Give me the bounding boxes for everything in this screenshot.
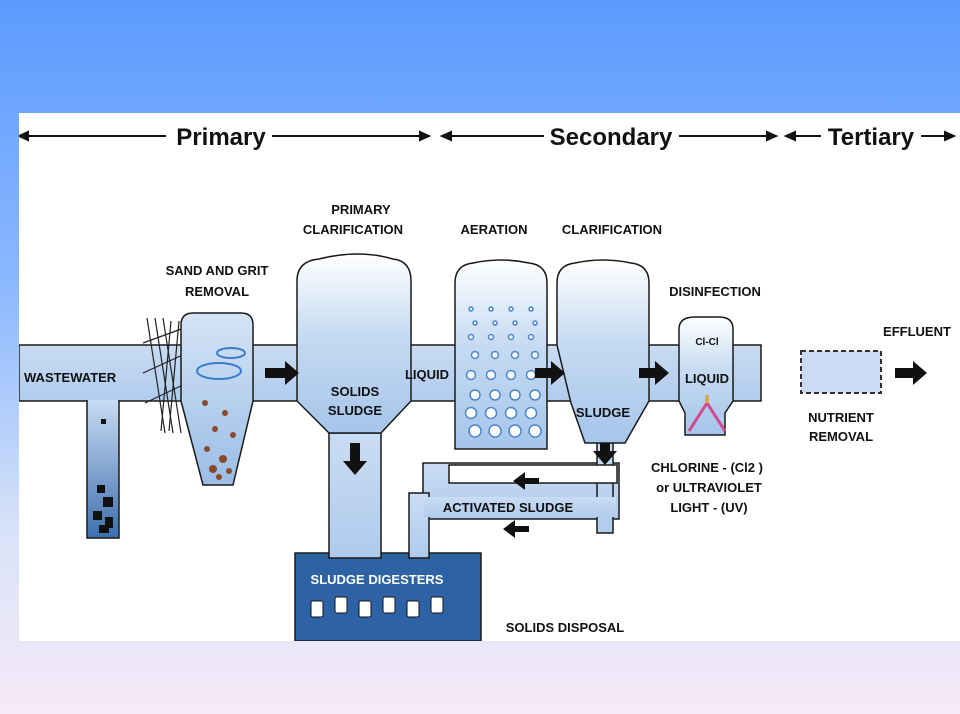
nutrient-removal-label-1: NUTRIENT [808, 410, 874, 425]
effluent-label: EFFLUENT [883, 324, 951, 339]
sludge-label-secondary: SLUDGE [576, 405, 631, 420]
aeration-bubble [528, 424, 542, 438]
aeration-bubble [528, 306, 534, 312]
liquid-label-disinfection: LIQUID [685, 371, 729, 386]
aeration-bubble [469, 389, 481, 401]
aeration-bubble [472, 320, 478, 326]
aeration-bubble [488, 306, 494, 312]
aeration-bubble [532, 320, 538, 326]
aeration-bubble [464, 406, 478, 420]
aeration-bubble [524, 406, 538, 420]
disinfection-label: DISINFECTION [669, 284, 761, 299]
aeration-bubbles [464, 306, 542, 438]
aeration-bubble [505, 369, 517, 381]
pit-debris [93, 419, 113, 533]
aeration-bubble [529, 389, 541, 401]
aeration-bubble [527, 333, 535, 341]
aeration-tank [454, 259, 548, 450]
aeration-bubble [488, 424, 502, 438]
aeration-bubble [487, 333, 495, 341]
digester-icons [310, 596, 444, 618]
aeration-bubble [490, 350, 500, 360]
nutrient-removal-box [800, 350, 882, 394]
stage-secondary-label: Secondary [550, 124, 673, 151]
aeration-bubble [510, 350, 520, 360]
aeration-label: AERATION [461, 222, 528, 237]
diagram-panel: Primary Secondary Tertiary [19, 113, 960, 641]
nutrient-removal-label-2: REMOVAL [809, 429, 873, 444]
wastewater-label: WASTEWATER [24, 370, 117, 385]
aeration-bubble [492, 320, 498, 326]
aeration-bubble [525, 369, 537, 381]
sand-grit-label-1: SAND AND GRIT [166, 263, 269, 278]
aeration-bubble [504, 406, 518, 420]
aeration-bubble [485, 369, 497, 381]
primary-clarification-label-1: PRIMARY [331, 202, 391, 217]
activated-sludge-return [424, 497, 616, 517]
stage-tertiary-label: Tertiary [828, 124, 915, 151]
aeration-bubble [468, 424, 482, 438]
aeration-bubble [530, 350, 540, 360]
grit-particles [202, 400, 236, 480]
aeration-bubble [489, 389, 501, 401]
stage-primary-label: Primary [176, 124, 266, 151]
sand-grit-label-2: REMOVAL [185, 284, 249, 299]
primary-clarification-label-2: CLARIFICATION [303, 222, 403, 237]
sand-grit-removal-tank [180, 312, 254, 486]
bar-screen [142, 317, 188, 434]
aeration-bubble [509, 389, 521, 401]
liquid-label-primary: LIQUID [405, 367, 449, 382]
solids-sludge-label-2: SLUDGE [328, 403, 383, 418]
aeration-bubble [470, 350, 480, 360]
secondary-clarifier-tank [556, 259, 650, 444]
stage-header [19, 130, 957, 142]
disinfection-methods-label-3: LIGHT - (UV) [670, 500, 747, 515]
aeration-bubble [508, 424, 522, 438]
disinfection-chamber [678, 316, 734, 436]
sludge-pipes [328, 432, 620, 559]
chlorine-molecule-label: Cl-Cl [695, 337, 719, 348]
aeration-bubble [468, 306, 474, 312]
primary-clarifier-tank [296, 253, 412, 434]
solids-disposal-label: SOLIDS DISPOSAL [506, 620, 625, 635]
aeration-bubble [507, 333, 515, 341]
flow-arrows [265, 361, 927, 538]
aeration-bubble [484, 406, 498, 420]
sludge-digesters-label: SLUDGE DIGESTERS [311, 572, 444, 587]
aeration-bubble [467, 333, 475, 341]
solids-sludge-label-1: SOLIDS [331, 384, 380, 399]
wastewater-treatment-diagram: Primary Secondary Tertiary [19, 124, 957, 641]
disinfection-methods-label-1: CHLORINE - (Cl2 ) [651, 460, 763, 475]
aeration-bubble [465, 369, 477, 381]
disinfection-methods-label-2: or ULTRAVIOLET [656, 480, 762, 495]
aeration-bubble [508, 306, 514, 312]
clarification-label: CLARIFICATION [562, 222, 662, 237]
grit-swirl [196, 347, 246, 380]
activated-sludge-label: ACTIVATED SLUDGE [443, 500, 574, 515]
aeration-bubble [512, 320, 518, 326]
